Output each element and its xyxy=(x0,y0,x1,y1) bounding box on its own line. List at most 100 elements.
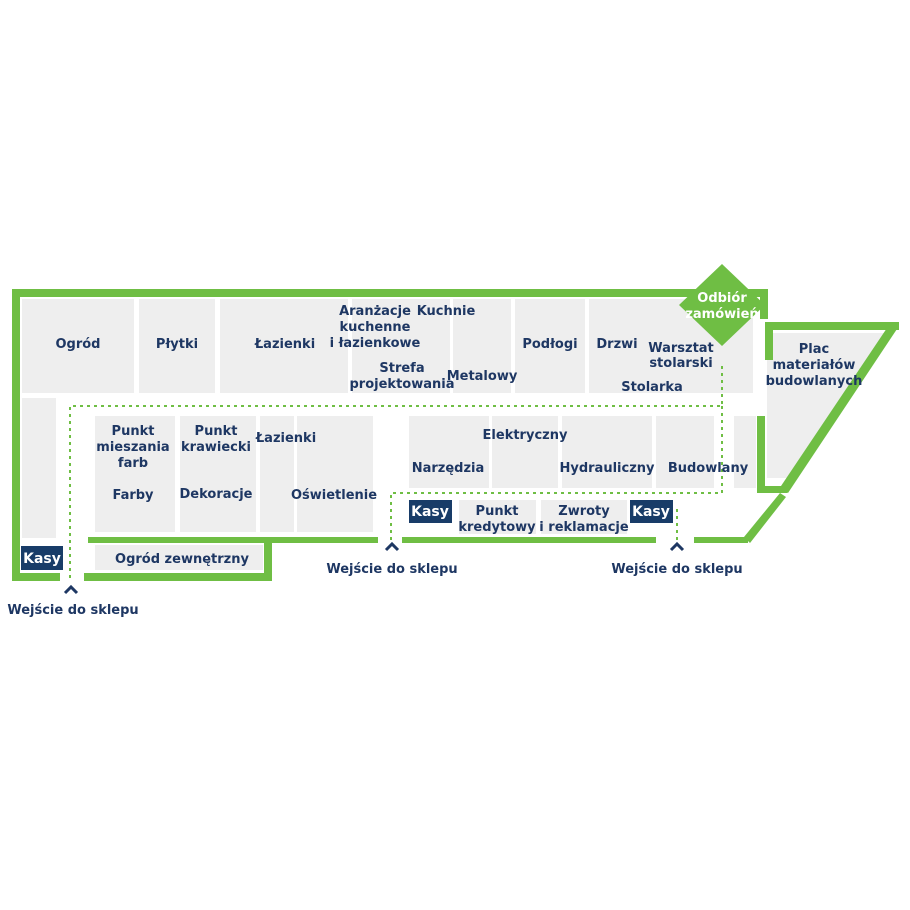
label-stolarka: Stolarka xyxy=(621,380,683,395)
wall-top xyxy=(12,289,768,297)
wall-plac-bottom xyxy=(765,486,787,493)
label-punkt-kredytowy-2: kredytowy xyxy=(458,520,536,535)
label-warsztat-1: Warsztat xyxy=(648,341,714,356)
label-narzedzia: Narzędzia xyxy=(412,461,485,476)
pickup-diamond-icon xyxy=(679,264,765,346)
chevron-up-icon xyxy=(384,541,400,552)
path-main xyxy=(69,362,723,578)
label-dekoracje: Dekoracje xyxy=(180,487,253,502)
label-punkt-krawiecki-1: Punkt xyxy=(195,424,238,439)
label-zwroty-2: i reklamacje xyxy=(539,520,629,535)
label-oswietlenie: Oświetlenie xyxy=(291,488,377,503)
label-punkt-mieszania-1: Punkt xyxy=(112,424,155,439)
checkout-middle-label: Kasy xyxy=(411,504,449,520)
label-strefa-2: projektowania xyxy=(350,377,455,392)
wall-right-lower xyxy=(757,416,765,493)
label-elektryczny: Elektryczny xyxy=(483,428,568,443)
label-plac-3: budowlanych xyxy=(766,374,863,389)
wall-right-upper xyxy=(760,289,768,319)
zone-budowlany[interactable] xyxy=(656,416,714,488)
chevron-up-icon xyxy=(669,541,685,552)
wall-plac-top xyxy=(765,322,899,330)
wall-bottom-left xyxy=(12,573,60,581)
label-plac-1: Plac xyxy=(799,342,829,357)
wall-garden-right xyxy=(264,537,272,581)
zone-plac-materialow[interactable] xyxy=(767,333,890,478)
label-lazienki-top: Łazienki xyxy=(254,337,315,352)
wall-bottom-garden xyxy=(84,573,272,581)
label-kuchnie: Kuchnie xyxy=(417,304,476,319)
chevron-up-icon xyxy=(63,584,79,595)
wall-left xyxy=(12,289,20,581)
label-aranzacje-3: i łazienkowe xyxy=(330,336,421,351)
label-warsztat-2: stolarski xyxy=(649,356,712,371)
checkout-left[interactable]: Kasy xyxy=(21,546,63,570)
label-plac-2: materiałów xyxy=(773,358,856,373)
label-punkt-kredytowy-1: Punkt xyxy=(476,504,519,519)
checkout-middle[interactable]: Kasy xyxy=(409,500,452,523)
label-podlogi: Podłogi xyxy=(522,337,577,352)
checkout-left-label: Kasy xyxy=(23,551,61,567)
label-punkt-mieszania-2: mieszania xyxy=(96,440,169,455)
label-aranzacje-1: Aranżacje xyxy=(339,304,411,319)
label-hydrauliczny: Hydrauliczny xyxy=(559,461,655,476)
zone-punkt-kredytowy[interactable] xyxy=(459,500,536,534)
department-labels: Ogród Płytki Łazienki Aranżacje kuchenne… xyxy=(55,304,862,567)
pickup-label-2: zamówień xyxy=(685,307,758,322)
department-zones xyxy=(22,299,890,570)
wall-bottom-center xyxy=(402,537,656,543)
zone-metalowy[interactable] xyxy=(453,299,511,393)
label-zwroty-1: Zwroty xyxy=(558,504,610,519)
entrance-middle-label: Wejście do sklepu xyxy=(326,562,457,577)
label-punkt-krawiecki-2: krawiecki xyxy=(181,440,251,455)
wall-plac-diagonal xyxy=(779,322,899,493)
zone-ogrod[interactable] xyxy=(22,299,134,393)
entrance-middle[interactable]: Wejście do sklepu xyxy=(326,541,458,577)
wall-bottom-right xyxy=(694,537,748,543)
label-farby: Farby xyxy=(112,488,154,503)
label-ogrod-zewnetrzny: Ogród zewnętrzny xyxy=(115,552,249,567)
zone-lazienki-top[interactable] xyxy=(220,299,348,393)
zone-lazienki-mid[interactable] xyxy=(260,416,294,532)
store-walls xyxy=(12,289,899,581)
zone-farby[interactable] xyxy=(95,416,175,532)
zone-elektryczny[interactable] xyxy=(492,416,558,488)
order-pickup-marker[interactable]: Odbiór zamówień xyxy=(679,264,765,346)
zone-ogrod-zewnetrzny[interactable] xyxy=(95,545,263,570)
zone-dekoracje[interactable] xyxy=(180,416,256,532)
entrance-left[interactable]: Wejście do sklepu xyxy=(7,584,139,618)
entrance-left-label: Wejście do sklepu xyxy=(7,603,138,618)
label-budowlany: Budowlany xyxy=(668,461,749,476)
label-lazienki-mid: Łazienki xyxy=(255,431,316,446)
zone-plytki[interactable] xyxy=(139,299,215,393)
zone-oswietlenie[interactable] xyxy=(297,416,373,532)
checkout-right[interactable]: Kasy xyxy=(630,500,673,523)
zone-podlogi[interactable] xyxy=(515,299,585,393)
label-metalowy: Metalowy xyxy=(447,369,518,384)
zone-aranzacje[interactable] xyxy=(352,299,450,393)
path-checkout xyxy=(390,406,723,540)
checkout-left-box xyxy=(21,546,63,570)
wall-plac-left xyxy=(765,322,773,360)
zone-narzedzia[interactable] xyxy=(409,416,489,488)
label-plytki: Płytki xyxy=(156,337,198,352)
zone-east-strip xyxy=(734,416,756,488)
zone-zwroty[interactable] xyxy=(541,500,627,534)
zone-west-wall xyxy=(22,398,56,538)
label-punkt-mieszania-3: farb xyxy=(118,456,148,471)
label-ogrod: Ogród xyxy=(55,337,100,352)
label-drzwi: Drzwi xyxy=(596,337,637,352)
checkout-middle-box xyxy=(409,500,452,523)
wall-right-diagonal xyxy=(744,493,786,543)
label-aranzacje-2: kuchenne xyxy=(339,320,410,335)
checkout-right-label: Kasy xyxy=(632,504,670,520)
pickup-label-1: Odbiór xyxy=(697,291,747,306)
checkout-right-box xyxy=(630,500,673,523)
entrance-right-label: Wejście do sklepu xyxy=(611,562,742,577)
entrance-right[interactable]: Wejście do sklepu xyxy=(611,541,743,577)
zone-hydrauliczny[interactable] xyxy=(562,416,652,488)
label-strefa-1: Strefa xyxy=(379,361,424,376)
walking-paths xyxy=(69,362,723,578)
wall-bottom-mid xyxy=(88,537,378,543)
